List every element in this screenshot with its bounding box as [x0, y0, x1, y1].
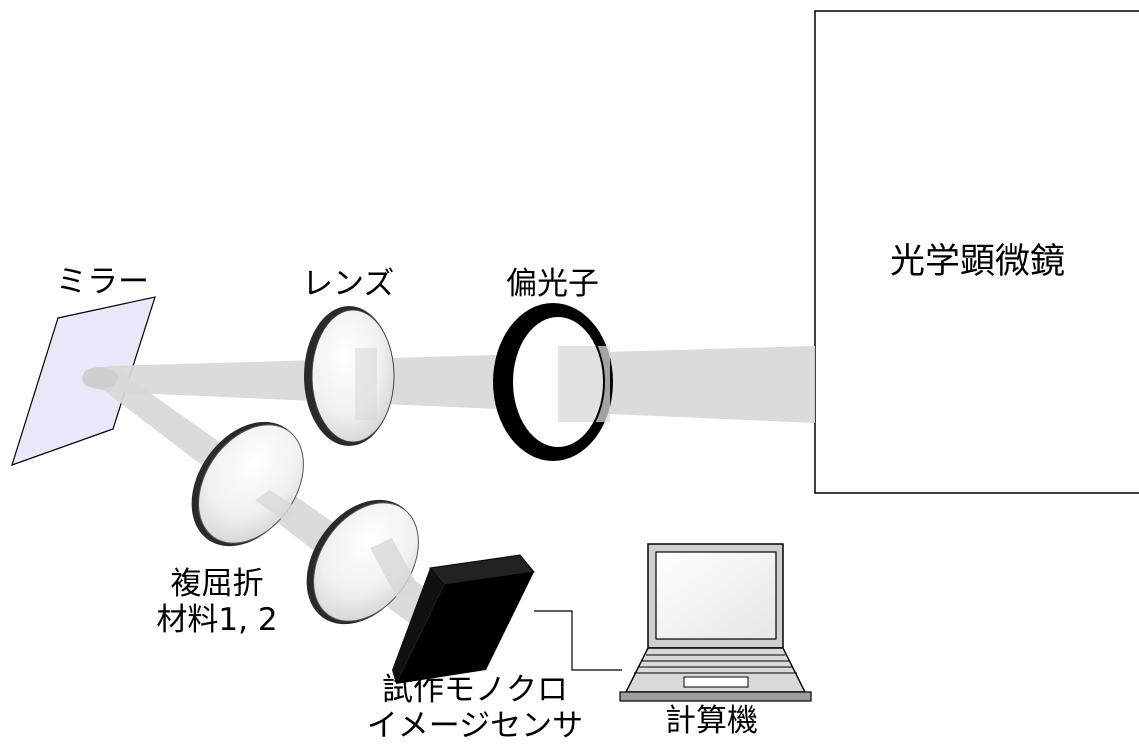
sensor-label-line1: 試作モノクロ	[382, 672, 568, 708]
sensor-cable	[534, 610, 622, 671]
birefringent-label-line2: 材料1, 2	[156, 602, 278, 638]
polarizer-label: 偏光子	[506, 266, 599, 302]
sensor-label: 試作モノクロ イメージセンサ	[355, 672, 595, 744]
computer	[619, 543, 812, 702]
sensor-label-line2: イメージセンサ	[366, 708, 584, 744]
lens-upper	[304, 306, 395, 446]
birefringent-label-line1: 複屈折	[170, 566, 264, 602]
birefringent-material-1	[191, 421, 304, 547]
birefringent-label: 複屈折 材料1, 2	[152, 566, 282, 638]
microscope-label: 光学顕微鏡	[890, 242, 1066, 282]
mirror-label: ミラー	[56, 264, 149, 300]
image-sensor	[392, 554, 535, 684]
beam-spot	[82, 367, 118, 389]
birefringent-material-2	[306, 499, 420, 625]
beam-horizontal	[85, 346, 815, 423]
polarizer	[493, 303, 613, 461]
lens-label: レンズ	[302, 266, 395, 302]
microscope-box	[814, 10, 1139, 494]
computer-label: 計算機	[665, 703, 758, 739]
